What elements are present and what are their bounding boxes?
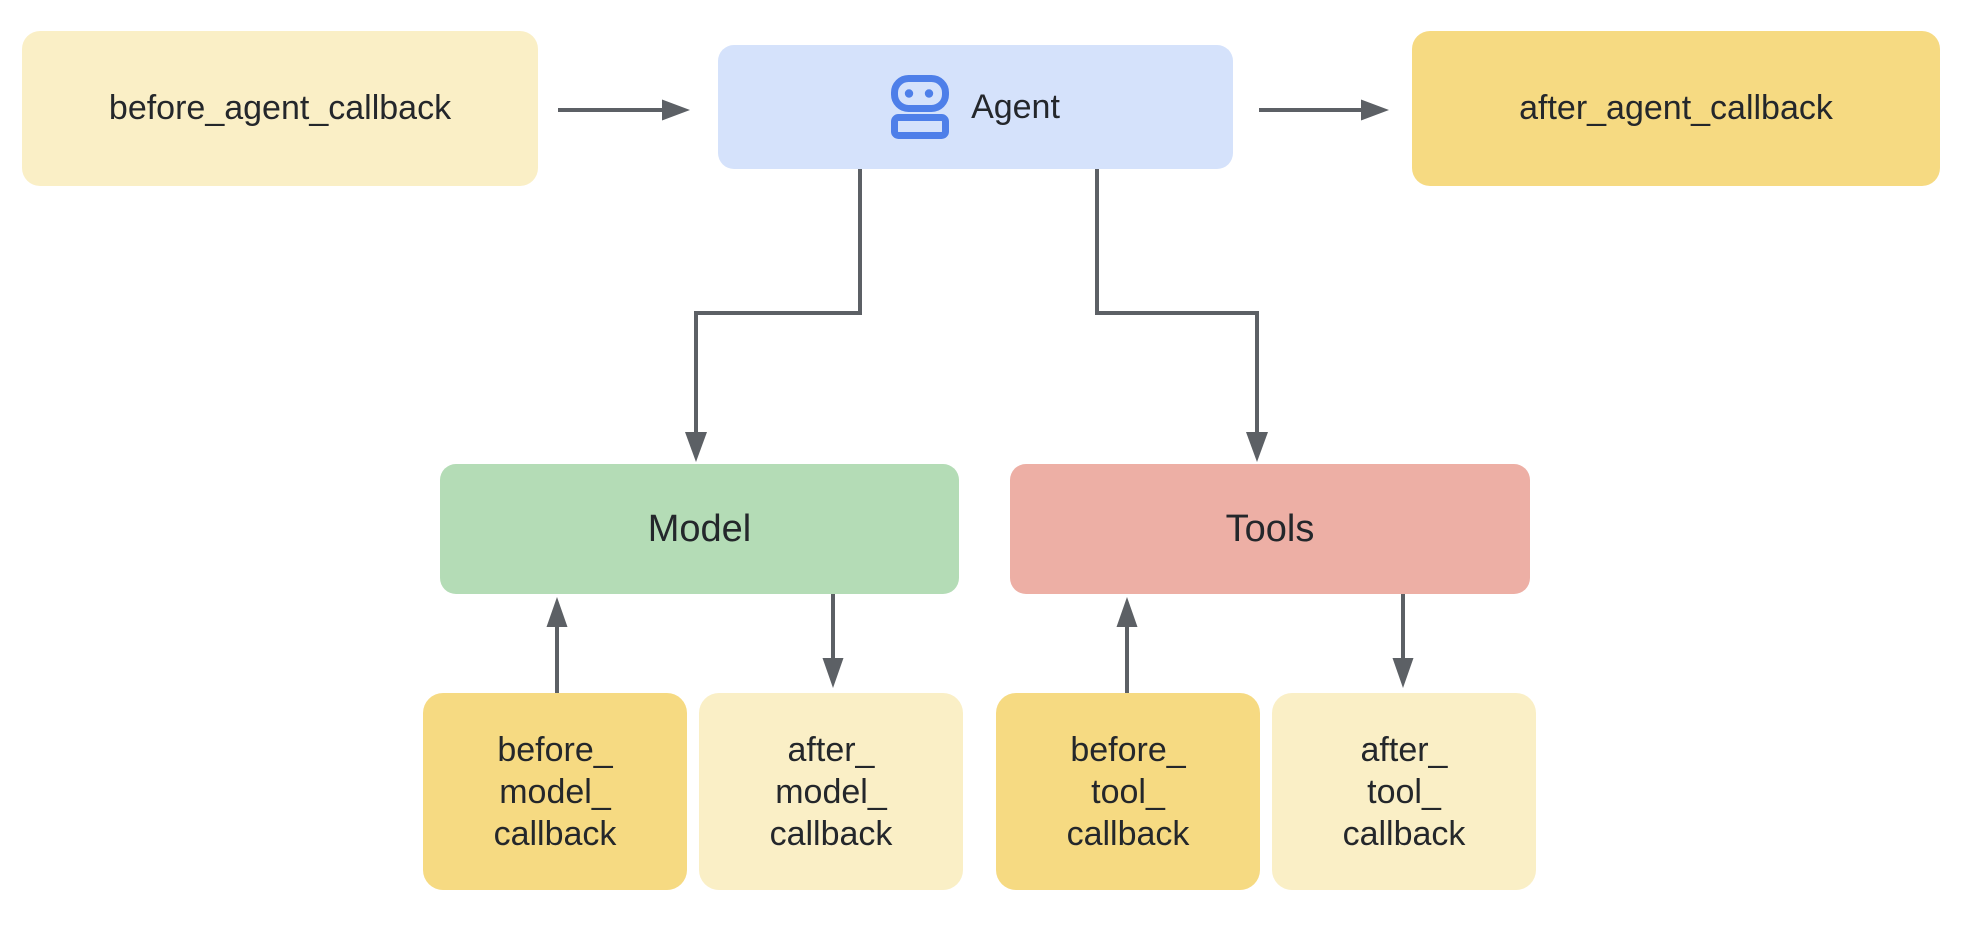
node-label: after_agent_callback [1519, 89, 1833, 127]
edge-agent-to-tools [1095, 169, 1268, 462]
node-before-agent-callback: before_agent_callback [22, 31, 538, 186]
node-agent: Agent [718, 45, 1233, 169]
arrowhead-right-icon [1361, 99, 1389, 121]
node-after-model-callback: after_ model_ callback [699, 693, 963, 890]
node-model: Model [440, 464, 959, 594]
node-label: Tools [1225, 507, 1315, 550]
edge-before-model-to-model [546, 597, 568, 693]
node-label: after_ tool_ callback [1342, 730, 1466, 853]
arrowhead-right-icon [662, 99, 690, 121]
arrowhead-down-icon [822, 658, 844, 688]
node-label: after_ model_ callback [769, 730, 893, 853]
node-label: Agent [971, 87, 1060, 126]
node-label: before_agent_callback [108, 89, 452, 127]
edge-agent-to-model [685, 169, 862, 462]
arrowhead-down-icon [685, 432, 707, 462]
arrowhead-down-icon [1246, 432, 1268, 462]
edge-before-tool-to-tools [1116, 597, 1138, 693]
node-label: before_ tool_ callback [1066, 730, 1190, 853]
node-label: before_ model_ callback [493, 730, 617, 853]
arrowhead-up-icon [546, 597, 568, 627]
edge-before-agent-to-agent [558, 99, 690, 121]
node-before-model-callback: before_ model_ callback [423, 693, 687, 890]
agent-content: Agent [891, 75, 1060, 139]
edge-tools-to-after-tool [1392, 594, 1414, 688]
robot-icon [891, 75, 950, 139]
node-label: Model [647, 507, 752, 550]
arrowhead-up-icon [1116, 597, 1138, 627]
node-after-tool-callback: after_ tool_ callback [1272, 693, 1536, 890]
node-after-agent-callback: after_agent_callback [1412, 31, 1940, 186]
arrowhead-down-icon [1392, 658, 1414, 688]
edge-agent-to-after-agent [1259, 99, 1389, 121]
edge-model-to-after-model [822, 594, 844, 688]
node-tools: Tools [1010, 464, 1530, 594]
node-before-tool-callback: before_ tool_ callback [996, 693, 1260, 890]
